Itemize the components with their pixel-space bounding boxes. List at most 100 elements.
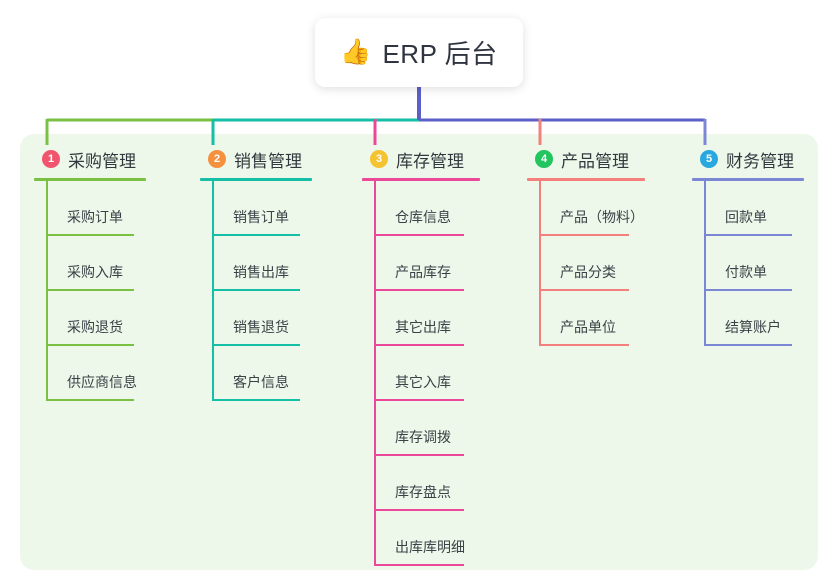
column-title: 采购管理 [68,151,136,171]
list-item[interactable]: 客户信息 [200,346,312,401]
column-2: 2 销售管理销售订单销售出库销售退货客户信息 [200,146,312,401]
column-spine [212,181,214,401]
list-item[interactable]: 其它入库 [362,346,480,401]
list-item-rule [704,344,792,346]
column-header-3[interactable]: 3 库存管理 [362,146,480,172]
list-item[interactable]: 仓库信息 [362,181,480,236]
list-item-label: 销售订单 [233,209,289,225]
column-header-1[interactable]: 1 采购管理 [34,146,146,172]
list-item[interactable]: 销售退货 [200,291,312,346]
list-item[interactable]: 付款单 [692,236,804,291]
column-spine [704,181,706,346]
column-header-4[interactable]: 4 产品管理 [527,146,645,172]
column-header-rule [362,178,480,181]
column-3: 3 库存管理仓库信息产品库存其它出库其它入库库存调拨库存盘点出库库明细 [362,146,480,566]
column-header-rule [692,178,804,181]
list-item[interactable]: 采购退货 [34,291,146,346]
column-spine [539,181,541,346]
list-item[interactable]: 采购订单 [34,181,146,236]
list-item-rule [374,399,464,401]
column-4: 4 产品管理产品（物料） 产品分类产品单位 [527,146,645,346]
list-item[interactable]: 其它出库 [362,291,480,346]
list-item[interactable]: 采购入库 [34,236,146,291]
column-badge-icon: 2 [208,150,226,168]
column-badge-icon: 3 [370,150,388,168]
list-item[interactable]: 回款单 [692,181,804,236]
list-item-label: 产品（物料） [560,209,644,225]
list-item-rule [212,289,300,291]
list-item-rule [374,289,464,291]
list-item[interactable]: 出库库明细 [362,511,480,566]
column-header-5[interactable]: 5 财务管理 [692,146,804,172]
column-badge-icon: 5 [700,150,718,168]
list-item-label: 采购订单 [67,209,123,225]
list-item-label: 产品单位 [560,319,616,335]
list-item-rule [539,289,629,291]
column-header-rule [527,178,645,181]
list-item[interactable]: 库存调拨 [362,401,480,456]
list-item-rule [46,344,134,346]
list-item[interactable]: 产品库存 [362,236,480,291]
list-item-label: 结算账户 [725,319,781,335]
column-5: 5 财务管理回款单付款单结算账户 [692,146,804,346]
list-item-rule [212,234,300,236]
list-item[interactable]: 销售订单 [200,181,312,236]
column-title: 销售管理 [234,151,302,171]
list-item-rule [46,234,134,236]
list-item-rule [539,344,629,346]
list-item-rule [374,344,464,346]
list-item-rule [212,399,300,401]
column-header-rule [200,178,312,181]
list-item[interactable]: 产品（物料） [527,181,645,236]
list-item-rule [46,399,134,401]
root-node[interactable]: 👍 ERP 后台 [315,18,523,87]
list-item-rule [704,234,792,236]
column-item-list: 采购订单采购入库采购退货供应商信息 [34,181,146,401]
list-item-label: 销售退货 [233,319,289,335]
column-badge-icon: 1 [42,150,60,168]
column-item-list: 回款单付款单结算账户 [692,181,804,346]
list-item-label: 产品分类 [560,264,616,280]
list-item-label: 仓库信息 [395,209,451,225]
list-item-rule [374,454,464,456]
column-spine [374,181,376,566]
column-title: 产品管理 [561,151,629,171]
root-title: ERP 后台 [382,39,498,69]
list-item-label: 其它出库 [395,319,451,335]
column-header-2[interactable]: 2 销售管理 [200,146,312,172]
thumbs-up-icon: 👍 [340,38,372,66]
list-item-rule [374,509,464,511]
list-item-label: 客户信息 [233,374,289,390]
list-item-rule [374,564,464,566]
list-item-label: 采购入库 [67,264,123,280]
list-item[interactable]: 供应商信息 [34,346,146,401]
list-item[interactable]: 结算账户 [692,291,804,346]
list-item-rule [374,234,464,236]
column-title: 库存管理 [396,151,464,171]
list-item-label: 供应商信息 [67,374,137,390]
column-badge-icon: 4 [535,150,553,168]
list-item-label: 产品库存 [395,264,451,280]
list-item-label: 销售出库 [233,264,289,280]
list-item-label: 付款单 [725,264,767,280]
column-title: 财务管理 [726,151,794,171]
list-item[interactable]: 产品单位 [527,291,645,346]
list-item-rule [46,289,134,291]
column-item-list: 销售订单销售出库销售退货客户信息 [200,181,312,401]
list-item-label: 库存盘点 [395,484,451,500]
column-item-list: 仓库信息产品库存其它出库其它入库库存调拨库存盘点出库库明细 [362,181,480,566]
column-spine [46,181,48,401]
list-item[interactable]: 产品分类 [527,236,645,291]
diagram-panel [20,134,818,570]
column-1: 1 采购管理采购订单采购入库采购退货供应商信息 [34,146,146,401]
list-item-label: 采购退货 [67,319,123,335]
list-item-label: 其它入库 [395,374,451,390]
list-item-rule [212,344,300,346]
list-item-rule [539,234,629,236]
list-item[interactable]: 销售出库 [200,236,312,291]
list-item-rule [704,289,792,291]
column-header-rule [34,178,146,181]
column-item-list: 产品（物料） 产品分类产品单位 [527,181,645,346]
list-item[interactable]: 库存盘点 [362,456,480,511]
